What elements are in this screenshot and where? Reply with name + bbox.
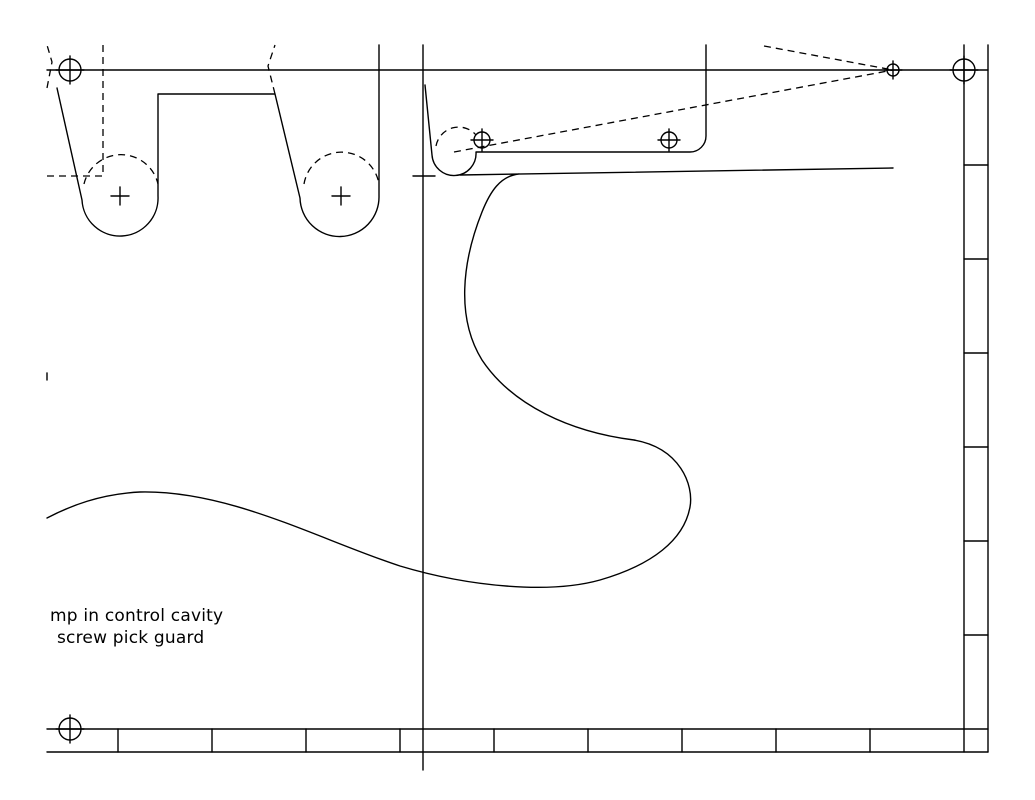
body-cutaway-curve [46, 167, 894, 588]
bottom-ruler [117, 728, 871, 753]
construction-line [763, 45, 894, 71]
right-bracket-cutout [412, 44, 903, 177]
frame [46, 44, 989, 771]
hole-center-mark [331, 186, 351, 206]
registration-mark-top-right [949, 55, 979, 85]
note-line-2: screw pick guard [57, 628, 205, 648]
hole-center-mark [110, 186, 130, 206]
screw-hole-mark [470, 128, 494, 152]
note-line-1: mp in control cavity [50, 606, 224, 626]
screw-hole-mark [657, 128, 681, 152]
left-slot-cutout [46, 44, 380, 238]
right-ruler [963, 164, 989, 636]
registration-mark-bottom-left [55, 714, 85, 744]
registration-mark-top-left [55, 55, 85, 85]
construction-line [453, 69, 894, 153]
